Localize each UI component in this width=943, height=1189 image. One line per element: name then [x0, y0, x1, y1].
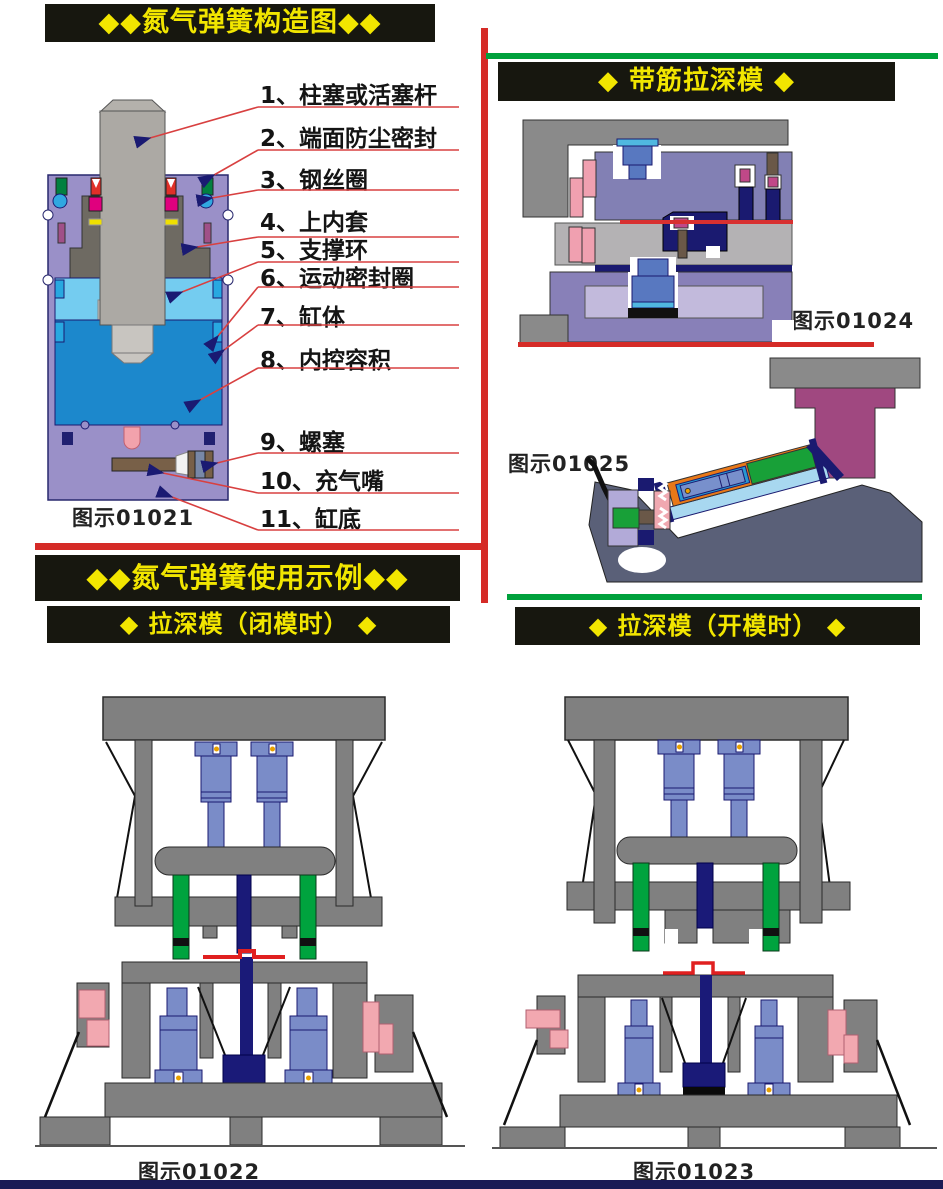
footer-bar: [0, 1180, 943, 1189]
title-draw-die-closed: ◆ 拉深模（闭模时） ◆: [47, 606, 450, 643]
title-usage-examples: ◆◆氮气弹簧使用示例◆◆: [35, 555, 460, 601]
part-label: 2、端面防尘密封: [260, 126, 438, 152]
ribbed-die-cam-figure: [585, 357, 923, 583]
part-label: 8、内控容积: [260, 348, 392, 374]
title-construction: ◆◆氮气弹簧构造图◆◆: [45, 4, 435, 42]
ribbed-die-section-figure: [519, 119, 794, 344]
figure-caption: 图示01024: [792, 309, 915, 333]
part-label: 9、螺塞: [260, 430, 346, 456]
title-ribbed-draw-die: ◆ 带筋拉深模 ◆: [498, 62, 895, 101]
part-label: 10、充气嘴: [260, 469, 385, 495]
part-label: 3、钢丝圈: [260, 168, 369, 194]
part-label: 11、缸底: [260, 507, 362, 533]
figure-caption: 图示01025: [508, 452, 631, 476]
part-label: 1、柱塞或活塞杆: [260, 83, 438, 109]
press-open-figure: [492, 696, 937, 1149]
press-closed-figure: [35, 696, 465, 1147]
part-label: 5、支撑环: [260, 238, 369, 264]
spring-section-figure: [42, 99, 234, 501]
part-label: 6、运动密封圈: [260, 266, 415, 292]
title-draw-die-open: ◆ 拉深模（开模时） ◆: [515, 607, 920, 645]
part-label: 4、上内套: [260, 210, 369, 236]
part-label: 7、缸体: [260, 305, 346, 331]
